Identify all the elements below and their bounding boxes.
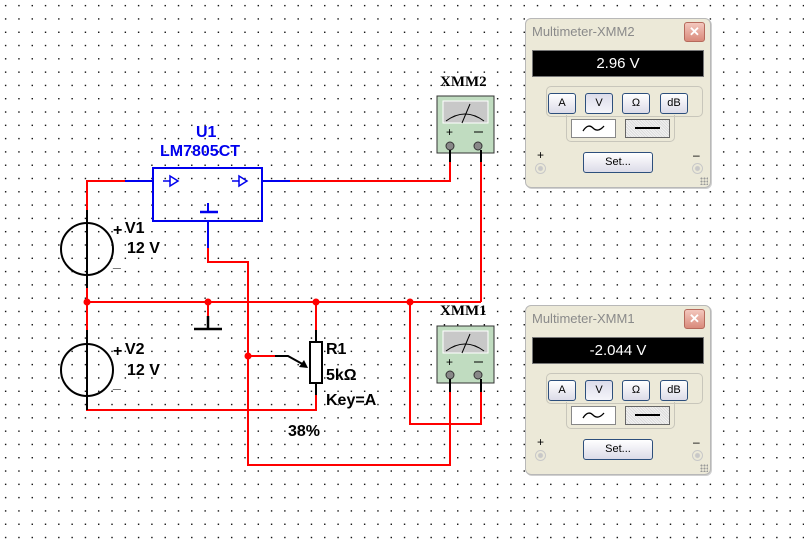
svg-text:+: +: [446, 125, 453, 139]
minus-terminal[interactable]: [692, 450, 703, 461]
minus-terminal-label: –: [693, 435, 700, 449]
svg-text:+: +: [446, 355, 453, 369]
plus-terminal[interactable]: [535, 163, 546, 174]
wire-bottom[interactable]: [86, 395, 317, 411]
v1-value-label: 12 V: [127, 240, 160, 257]
close-button[interactable]: ✕: [684, 309, 705, 329]
ground-icon: [194, 316, 222, 331]
v1-ref-label: V1: [125, 220, 145, 237]
xmm2-ref-label: XMM2: [440, 74, 487, 90]
multimeter-panel-xmm2[interactable]: Multimeter-XMM2 ✕ 2.96 V A V Ω dB + Set.…: [525, 18, 711, 188]
mode-db-button[interactable]: dB: [660, 380, 688, 401]
v1-plus-label: +: [113, 222, 123, 239]
mode-ohm-button[interactable]: Ω: [622, 380, 650, 401]
set-button[interactable]: Set...: [583, 439, 653, 460]
signal-group: [566, 115, 675, 142]
wire-xmm1-minus[interactable]: [409, 302, 482, 425]
r1-setting-label: 38%: [288, 423, 321, 440]
u1-ref-label: U1: [196, 124, 217, 141]
v2-minus-label: _: [113, 375, 121, 391]
v2-value-label: 12 V: [127, 362, 160, 379]
panel-title: Multimeter-XMM2: [532, 24, 635, 39]
minus-terminal-label: –: [693, 148, 700, 162]
mode-a-button[interactable]: A: [548, 93, 576, 114]
junction: [244, 352, 252, 360]
ac-button[interactable]: [571, 406, 616, 425]
dc-button[interactable]: [625, 119, 670, 138]
resize-grip[interactable]: [700, 464, 708, 472]
r1-value-label: 5kΩ: [326, 367, 357, 384]
mode-v-button[interactable]: V: [585, 93, 613, 114]
signal-group: [566, 402, 675, 429]
input-arrow-icon: [169, 174, 180, 188]
v2-plus-label: +: [113, 343, 123, 360]
ac-wave-icon: [582, 412, 605, 419]
set-button[interactable]: Set...: [583, 152, 653, 173]
u1-part-label: LM7805CT: [160, 143, 241, 160]
dc-line-icon: [635, 414, 660, 416]
mode-v-button[interactable]: V: [585, 380, 613, 401]
plus-terminal-label: +: [537, 435, 545, 449]
junction: [312, 298, 320, 306]
mode-ohm-button[interactable]: Ω: [622, 93, 650, 114]
multimeter-xmm1-icon[interactable]: +: [436, 325, 495, 392]
ac-button[interactable]: [571, 119, 616, 138]
voltage-source-v1[interactable]: [60, 210, 114, 288]
v2-ref-label: V2: [125, 341, 145, 358]
junction: [406, 298, 414, 306]
panel-title: Multimeter-XMM1: [532, 311, 635, 326]
reading-display: 2.96 V: [532, 50, 704, 77]
r1-ref-label: R1: [326, 341, 347, 358]
mode-group: [546, 86, 703, 117]
mode-a-button[interactable]: A: [548, 380, 576, 401]
mode-db-button[interactable]: dB: [660, 93, 688, 114]
regulator-u1[interactable]: [125, 167, 290, 248]
output-arrow-icon: [238, 174, 249, 188]
resize-grip[interactable]: [700, 177, 708, 185]
junction: [83, 298, 91, 306]
potentiometer-r1[interactable]: [275, 330, 323, 395]
v1-minus-label: _: [113, 254, 121, 270]
minus-terminal[interactable]: [692, 163, 703, 174]
wire-u1-to-xmm2[interactable]: [290, 162, 451, 182]
dc-button[interactable]: [625, 406, 670, 425]
wire-mid-bus[interactable]: [86, 276, 481, 303]
close-button[interactable]: ✕: [684, 22, 705, 42]
voltage-source-v2[interactable]: [60, 330, 114, 410]
ac-wave-icon: [582, 125, 605, 132]
wire-v1-to-u1[interactable]: [86, 180, 125, 222]
dc-line-icon: [635, 127, 660, 129]
mode-group: [546, 373, 703, 404]
multimeter-xmm2-icon[interactable]: +: [436, 95, 495, 162]
plus-terminal-label: +: [537, 148, 545, 162]
r1-key-label: Key=A: [326, 392, 377, 409]
junction: [204, 298, 212, 306]
reading-display: -2.044 V: [532, 337, 704, 364]
xmm1-ref-label: XMM1: [440, 303, 487, 319]
wiper-arrow-icon: [299, 360, 308, 368]
wire-u1-gnd[interactable]: [207, 248, 451, 466]
multimeter-panel-xmm1[interactable]: Multimeter-XMM1 ✕ -2.044 V A V Ω dB + Se…: [525, 305, 711, 475]
plus-terminal[interactable]: [535, 450, 546, 461]
